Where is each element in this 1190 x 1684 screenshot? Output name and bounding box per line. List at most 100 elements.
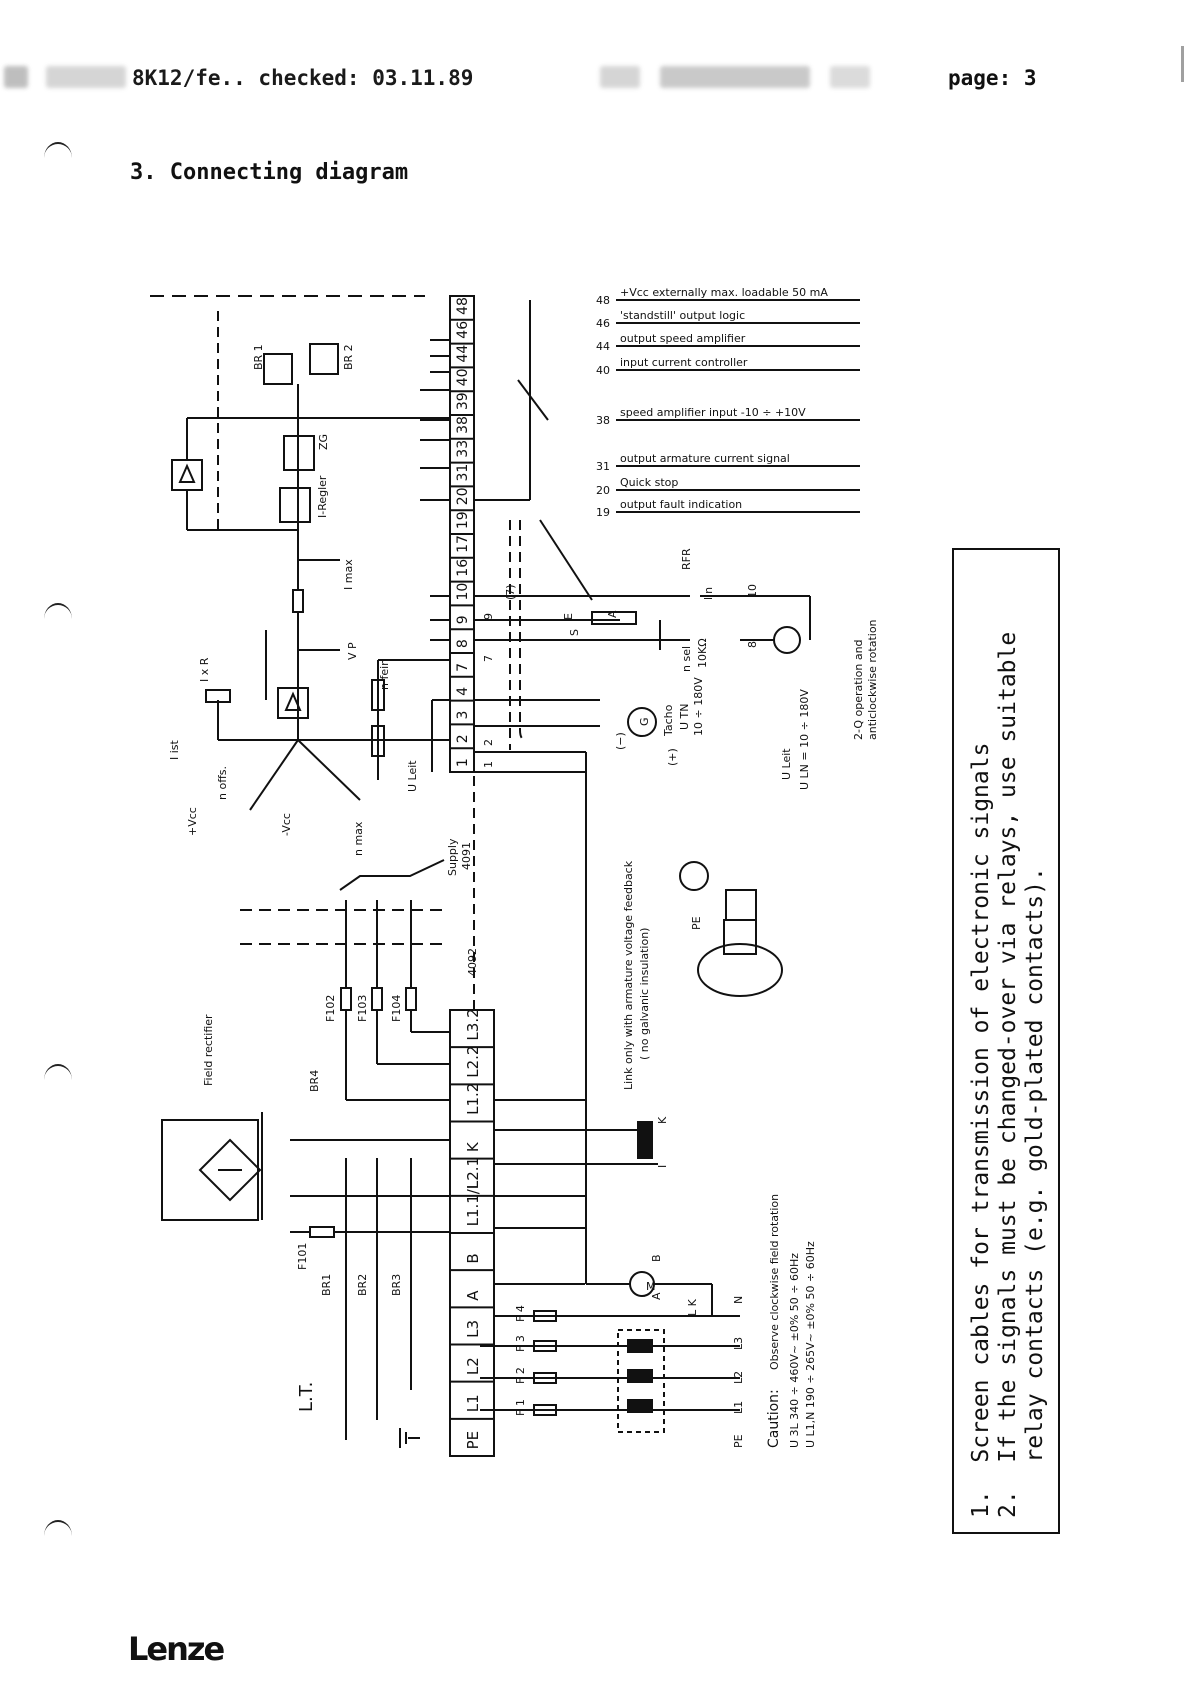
terminal-label: L1.2 xyxy=(464,1083,482,1115)
label-minus-vcc: -Vcc xyxy=(280,813,293,836)
label-tacho-range: 10 ÷ 180V xyxy=(692,677,705,736)
label-n-offs: n offs. xyxy=(216,766,229,800)
terminal-number: 3 xyxy=(455,711,471,720)
label-m: M xyxy=(646,1280,656,1293)
terminal-number: 17 xyxy=(455,535,471,553)
label-bot-pe: PE xyxy=(732,1434,745,1448)
signal-description: speed amplifier input -10 ÷ +10V xyxy=(620,406,806,419)
terminal-label: L2.2 xyxy=(464,1046,482,1078)
label-two-q: 2-Q operation and xyxy=(852,639,865,740)
label-s: S xyxy=(568,629,581,636)
note-line-1: 1. Screen cables for transmission of ele… xyxy=(968,742,994,1518)
document-reference: 8K12/fe.. checked: 03.11.89 xyxy=(132,66,474,90)
terminal-number: 38 xyxy=(455,416,471,434)
notes-box: 1. Screen cables for transmission of ele… xyxy=(952,548,1060,1534)
terminal-number: 46 xyxy=(455,321,471,339)
terminal-number: 1 xyxy=(455,758,471,767)
label-one: 1 xyxy=(482,761,495,768)
label-a-pot: A xyxy=(606,610,619,618)
label-br1: BR1 xyxy=(320,1274,333,1296)
label-n-fein: n fein xyxy=(378,659,391,690)
scan-smudge xyxy=(46,66,126,88)
label-i: I xyxy=(656,1165,669,1168)
label-f102: F102 xyxy=(324,995,337,1022)
label-f1: F 1 xyxy=(514,1399,527,1416)
signal-description: output fault indication xyxy=(620,498,742,511)
label-plus-paren: (+) xyxy=(666,748,679,766)
label-minus-paren: (−) xyxy=(614,732,627,750)
label-f101: F101 xyxy=(296,1243,309,1270)
terminal-label: L3.2 xyxy=(464,1008,482,1040)
label-link2: ( no galvanic insulation) xyxy=(638,928,651,1060)
signal-number: 19 xyxy=(596,506,610,519)
label-br2: BR2 xyxy=(356,1274,369,1296)
label-rfr: RFR xyxy=(680,548,693,570)
label-seven: 7 xyxy=(482,655,495,662)
label-caution-text: Observe clockwise field rotation xyxy=(768,1194,781,1370)
scan-smudge xyxy=(660,66,810,88)
label-f103: F103 xyxy=(356,995,369,1022)
label-field-rectifier: Field rectifier xyxy=(202,1014,215,1086)
label-bot-n: N xyxy=(732,1296,745,1304)
label-br2-top: BR 2 xyxy=(342,344,355,370)
margin-tick xyxy=(44,603,72,619)
terminal-number: 44 xyxy=(455,345,471,363)
label-bot-l1: L1 xyxy=(732,1401,745,1414)
terminal-label: L1 xyxy=(464,1394,482,1412)
label-a: A xyxy=(650,1292,663,1300)
label-lt: L.T. xyxy=(296,1382,317,1412)
label-u-ln: U LN = 10 ÷ 180V xyxy=(798,689,811,790)
label-supply: Supply xyxy=(446,838,459,876)
terminal-number: 33 xyxy=(455,440,471,458)
lenze-logo: Lenze xyxy=(128,1630,225,1668)
terminal-label: L2 xyxy=(464,1357,482,1375)
label-br1-top: BR 1 xyxy=(252,344,265,370)
label-caution: Caution: xyxy=(766,1389,782,1448)
signal-number: 46 xyxy=(596,317,610,330)
label-bot-l3: L3 xyxy=(732,1337,745,1350)
signal-description: 'standstill' output logic xyxy=(620,309,745,322)
terminal-label: A xyxy=(464,1290,482,1301)
terminal-label: L3 xyxy=(464,1320,482,1338)
terminal-label: B xyxy=(464,1253,482,1263)
terminal-number: 16 xyxy=(455,559,471,577)
label-f104: F104 xyxy=(390,995,403,1022)
terminal-number: 19 xyxy=(455,511,471,529)
label-f4: F 4 xyxy=(514,1305,527,1322)
page-header: 8K12/fe.. checked: 03.11.89 page: 3 xyxy=(0,58,1190,98)
signal-number: 48 xyxy=(596,294,610,307)
label-g: G xyxy=(638,717,651,726)
label-b: B xyxy=(650,1254,663,1262)
label-field-num: 4092 xyxy=(466,948,479,976)
label-supply-num: 4091 xyxy=(460,842,473,870)
label-v-p: V P xyxy=(346,642,359,660)
label-br3: BR3 xyxy=(390,1274,403,1296)
label-tacho: Tacho xyxy=(662,704,675,737)
terminal-number: 2 xyxy=(455,734,471,743)
scan-smudge xyxy=(600,66,640,88)
label-link1: Link only with armature voltage feedback xyxy=(622,860,635,1090)
label-zg: ZG xyxy=(317,434,330,450)
label-f3: F 3 xyxy=(514,1335,527,1352)
terminal-label: K xyxy=(464,1141,482,1152)
label-i-regler: I-Regler xyxy=(316,475,329,518)
label-u1n: U L1,N 190 ÷ 265V~ ±0% 50 ÷ 60Hz xyxy=(804,1241,817,1448)
label-e: E xyxy=(562,613,575,620)
label-eight: 8 xyxy=(746,641,759,648)
signal-description: input current controller xyxy=(620,356,748,369)
terminal-number: 8 xyxy=(455,639,471,648)
terminal-number: 7 xyxy=(455,663,471,672)
scan-smudge xyxy=(830,66,870,88)
margin-tick xyxy=(44,142,72,158)
terminal-number: 4 xyxy=(455,687,471,696)
label-ohm: 10KΩ xyxy=(696,638,709,668)
label-lin: lin xyxy=(702,587,715,600)
signal-number: 40 xyxy=(596,364,610,377)
signal-description: Quick stop xyxy=(620,476,678,489)
note-line-3: relay contacts (e.g. gold-plated contact… xyxy=(1022,867,1048,1518)
label-ten: 10 xyxy=(746,584,759,598)
signal-description: output speed amplifier xyxy=(620,332,746,345)
label-two: 2 xyxy=(482,739,495,746)
scan-edge-mark xyxy=(1181,46,1184,82)
